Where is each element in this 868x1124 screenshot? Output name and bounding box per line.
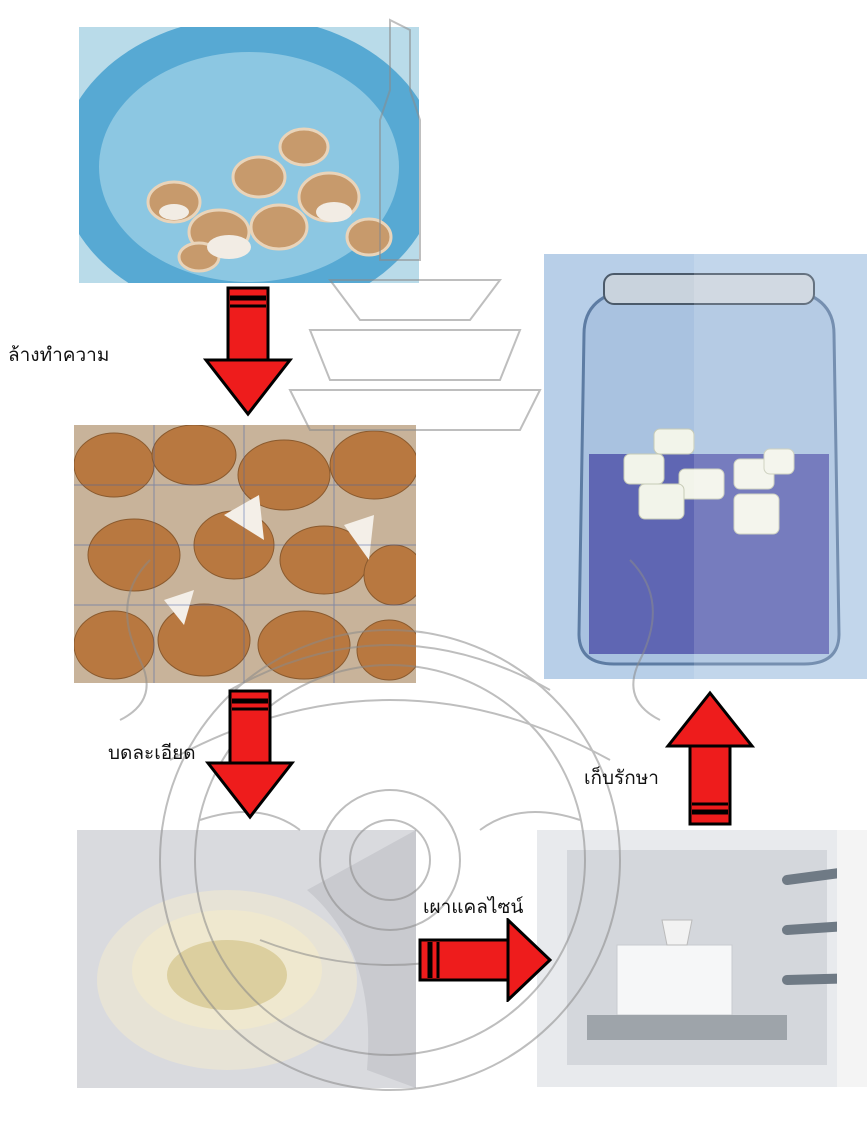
arrow-right-calcine — [418, 918, 554, 1002]
wash-step-label: ล้างทำความ — [8, 340, 109, 370]
arrow-down-grind — [205, 689, 295, 821]
store-step-label: เก็บรักษา — [584, 763, 659, 793]
arrow-down-wash — [203, 286, 293, 418]
eggshells-in-water-bowl-photo — [79, 27, 419, 283]
calcine-step-label: เผาแคลไซน์ — [423, 892, 523, 922]
glass-jar-with-pellets-photo — [544, 254, 867, 679]
ground-eggshell-powder-photo — [77, 830, 416, 1088]
arrow-up-store — [665, 690, 755, 826]
furnace-with-crucible-photo — [537, 830, 867, 1087]
clean-eggshells-on-rack-photo — [74, 425, 416, 683]
grind-step-label: บดละเอียด — [108, 738, 196, 768]
